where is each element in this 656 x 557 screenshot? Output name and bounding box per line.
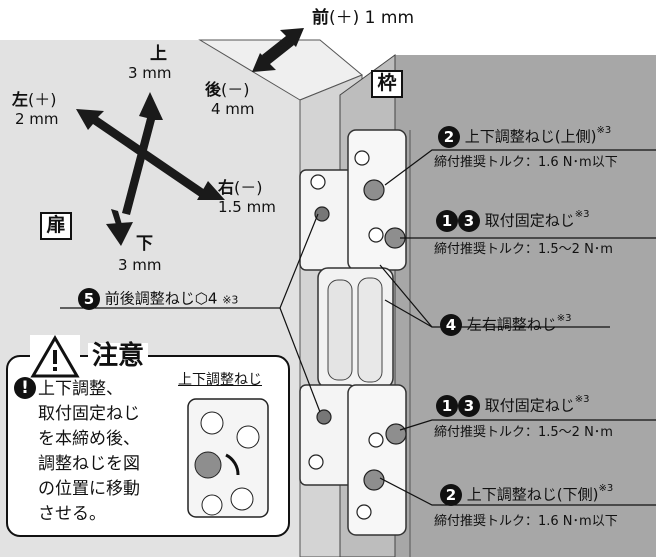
hinge-lower-door-plate: [299, 384, 356, 486]
caution-box: 注意 ! 上下調整、 取付固定ねじ を本締め後、 調整ねじを図 の位置に移動 さ…: [6, 335, 290, 537]
callout-title: 上下調整ねじ(上側): [464, 127, 597, 146]
caution-text: 上下調整、 取付固定ねじ を本締め後、 調整ねじを図 の位置に移動 させる。: [38, 379, 140, 524]
callout-lower-adjust: 2 上下調整ねじ(下側)※3: [440, 484, 613, 506]
warning-triangle-icon: [30, 335, 80, 379]
callout-front-back: 5 前後調整ねじ⬡4 ※3: [78, 288, 238, 310]
door-label: 扉: [40, 212, 72, 240]
back-label: 後(－): [205, 80, 250, 99]
inset-label: 上下調整ねじ: [178, 372, 262, 388]
frame-panel: [340, 55, 656, 557]
callout-upper-adjust: 2 上下調整ねじ(上側)※3: [438, 126, 611, 148]
hinge-lower-frame-plate: [347, 384, 407, 536]
inset-illustration: [187, 398, 269, 518]
callout-fix-upper-torque: 締付推奨トルク：1.5〜2 N･m: [434, 242, 613, 257]
left-value: 2 mm: [15, 110, 59, 128]
callout-number: 2: [438, 126, 460, 148]
up-label: 上: [150, 44, 167, 64]
front-back-arrow: [252, 28, 304, 72]
callout-left-right: 4 左右調整ねじ※3: [440, 314, 572, 336]
left-label: 左(＋): [12, 90, 57, 109]
frame-label: 枠: [371, 70, 403, 98]
front-label: 前(＋) 1 mm: [312, 8, 415, 28]
caution-title: 注意: [88, 343, 149, 369]
callout-lower-adjust-torque: 締付推奨トルク：1.6 N･m以下: [434, 514, 618, 529]
down-label: 下: [136, 234, 153, 254]
right-value: 1.5 mm: [218, 198, 276, 216]
right-label: 右(－): [218, 178, 263, 197]
hinge-upper-door-plate: [299, 169, 356, 271]
back-value: 4 mm: [211, 100, 255, 118]
direction-arrows: [76, 92, 225, 246]
callout-fix-lower-torque: 締付推奨トルク：1.5〜2 N･m: [434, 425, 613, 440]
callout-title: 取付固定ねじ: [484, 211, 575, 230]
up-value: 3 mm: [128, 64, 172, 82]
warning-icon: !: [14, 377, 36, 399]
callout-upper-adjust-torque: 締付推奨トルク：1.6 N･m以下: [434, 155, 618, 170]
down-value: 3 mm: [118, 256, 162, 274]
